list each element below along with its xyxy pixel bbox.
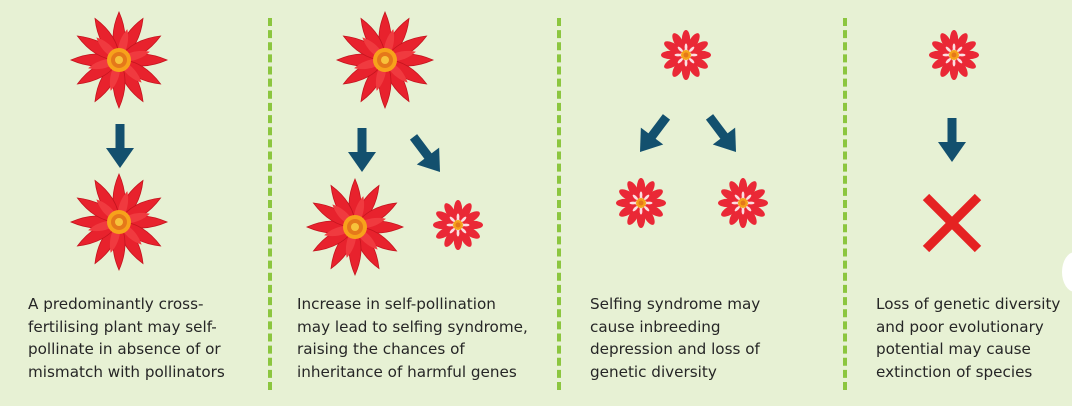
down-arrow-icon (348, 128, 376, 172)
panel-1-caption: A predominantly cross- fertilising plant… (28, 293, 225, 383)
caption-line: extinction of species (876, 362, 1033, 381)
panel-3-graphics (616, 30, 768, 228)
large-flower-icon (306, 178, 404, 276)
small-flower-icon (616, 178, 666, 228)
red-cross-icon (922, 193, 982, 253)
caption-line: cause inbreeding (590, 317, 721, 336)
panel-3-caption: Selfing syndrome may cause inbreeding de… (590, 293, 760, 383)
small-flower-icon (718, 178, 768, 228)
caption-line: and poor evolutionary (876, 317, 1044, 336)
divider-2 (557, 18, 561, 390)
caption-line: raising the chances of (297, 340, 465, 358)
caption-line: inheritance of harmful genes (297, 362, 517, 381)
caption-line: fertilising plant may self- (28, 317, 217, 336)
panel-4-graphics (922, 30, 982, 253)
panel-2-caption: Increase in self-pollination may lead to… (297, 293, 528, 383)
divider-3 (843, 18, 847, 390)
panel-2-graphics (306, 11, 483, 276)
panel-1-graphics (70, 11, 168, 271)
down-arrow-icon (938, 118, 966, 162)
large-flower-icon (336, 11, 434, 109)
caption-line: A predominantly cross- (28, 295, 204, 313)
small-flower-icon (661, 30, 711, 80)
edge-decoration (1062, 252, 1072, 292)
caption-line: may lead to selfing syndrome, (297, 317, 528, 336)
diagonal-arrow-right-icon (698, 108, 748, 161)
caption-line: potential may cause (876, 340, 1031, 358)
caption-line: Loss of genetic diversity (876, 295, 1061, 313)
diagonal-arrow-left-icon (628, 108, 678, 161)
large-flower-icon (70, 173, 168, 271)
divider-1 (268, 18, 272, 390)
panel-4-caption: Loss of genetic diversity and poor evolu… (876, 293, 1060, 383)
caption-line: mismatch with pollinators (28, 362, 225, 381)
small-flower-icon (433, 200, 483, 250)
caption-line: genetic diversity (590, 362, 717, 381)
large-flower-icon (70, 11, 168, 109)
small-flower-icon (929, 30, 979, 80)
caption-line: Increase in self-pollination (297, 295, 496, 313)
diagonal-arrow-icon (402, 128, 452, 181)
down-arrow-icon (106, 124, 134, 168)
caption-line: Selfing syndrome may (590, 295, 761, 313)
caption-line: pollinate in absence of or (28, 340, 221, 358)
caption-line: depression and loss of (590, 340, 760, 358)
